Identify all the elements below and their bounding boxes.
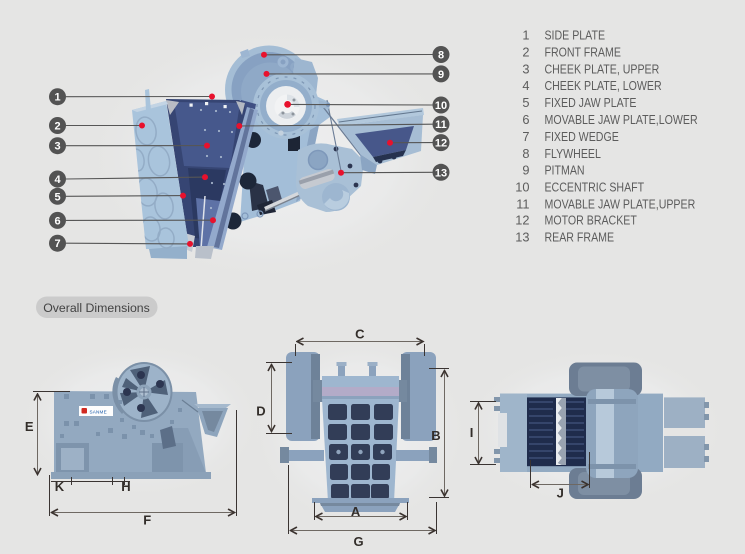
svg-text:J: J xyxy=(557,485,564,500)
svg-text:CHEEK PLATE, UPPER: CHEEK PLATE, UPPER xyxy=(544,62,659,76)
svg-text:F: F xyxy=(143,513,151,528)
svg-text:6: 6 xyxy=(54,215,60,227)
svg-text:7: 7 xyxy=(54,238,60,250)
svg-text:11: 11 xyxy=(516,197,529,212)
svg-text:8: 8 xyxy=(522,146,529,161)
svg-text:C: C xyxy=(355,327,365,342)
svg-text:12: 12 xyxy=(515,212,529,227)
svg-text:11: 11 xyxy=(435,119,447,131)
svg-text:5: 5 xyxy=(522,95,529,110)
svg-text:SIDE PLATE: SIDE PLATE xyxy=(544,29,605,43)
svg-text:13: 13 xyxy=(515,229,529,244)
svg-text:MOTOR BRACKET: MOTOR BRACKET xyxy=(544,214,636,228)
svg-text:3: 3 xyxy=(54,141,60,153)
svg-text:SANME: SANME xyxy=(90,410,107,415)
svg-text:B: B xyxy=(431,428,440,443)
svg-text:Overall Dimensions: Overall Dimensions xyxy=(43,301,150,315)
svg-text:MOVABLE JAW PLATE,UPPER: MOVABLE JAW PLATE,UPPER xyxy=(544,198,695,212)
svg-text:9: 9 xyxy=(522,163,529,178)
svg-text:1: 1 xyxy=(54,92,60,104)
svg-text:9: 9 xyxy=(438,69,444,81)
svg-text:6: 6 xyxy=(522,112,529,127)
svg-text:13: 13 xyxy=(435,167,447,179)
svg-text:FLYWHEEL: FLYWHEEL xyxy=(544,147,601,161)
svg-text:MOVABLE JAW PLATE,LOWER: MOVABLE JAW PLATE,LOWER xyxy=(544,113,697,127)
svg-text:12: 12 xyxy=(435,138,447,150)
svg-text:FIXED JAW PLATE: FIXED JAW PLATE xyxy=(544,96,636,110)
svg-text:10: 10 xyxy=(515,180,529,195)
svg-text:2: 2 xyxy=(522,44,529,59)
svg-text:FRONT FRAME: FRONT FRAME xyxy=(544,46,621,60)
svg-text:G: G xyxy=(354,534,364,549)
svg-text:8: 8 xyxy=(438,50,444,62)
svg-text:CHEEK PLATE, LOWER: CHEEK PLATE, LOWER xyxy=(544,79,661,93)
svg-text:2: 2 xyxy=(54,121,60,133)
svg-text:E: E xyxy=(25,419,34,434)
svg-text:D: D xyxy=(256,403,265,418)
svg-text:10: 10 xyxy=(435,100,447,112)
svg-text:REAR FRAME: REAR FRAME xyxy=(544,230,614,244)
svg-text:ECCENTRIC SHAFT: ECCENTRIC SHAFT xyxy=(544,181,644,195)
svg-text:I: I xyxy=(470,425,474,440)
svg-text:FIXED WEDGE: FIXED WEDGE xyxy=(544,130,618,144)
svg-text:4: 4 xyxy=(54,174,61,186)
svg-text:H: H xyxy=(121,479,130,494)
svg-text:K: K xyxy=(55,479,65,494)
svg-text:1: 1 xyxy=(522,28,529,43)
svg-text:7: 7 xyxy=(522,129,529,144)
svg-text:4: 4 xyxy=(522,78,529,93)
svg-text:5: 5 xyxy=(54,191,60,203)
svg-text:A: A xyxy=(351,504,361,519)
svg-text:3: 3 xyxy=(522,61,529,76)
svg-text:PITMAN: PITMAN xyxy=(544,164,584,178)
